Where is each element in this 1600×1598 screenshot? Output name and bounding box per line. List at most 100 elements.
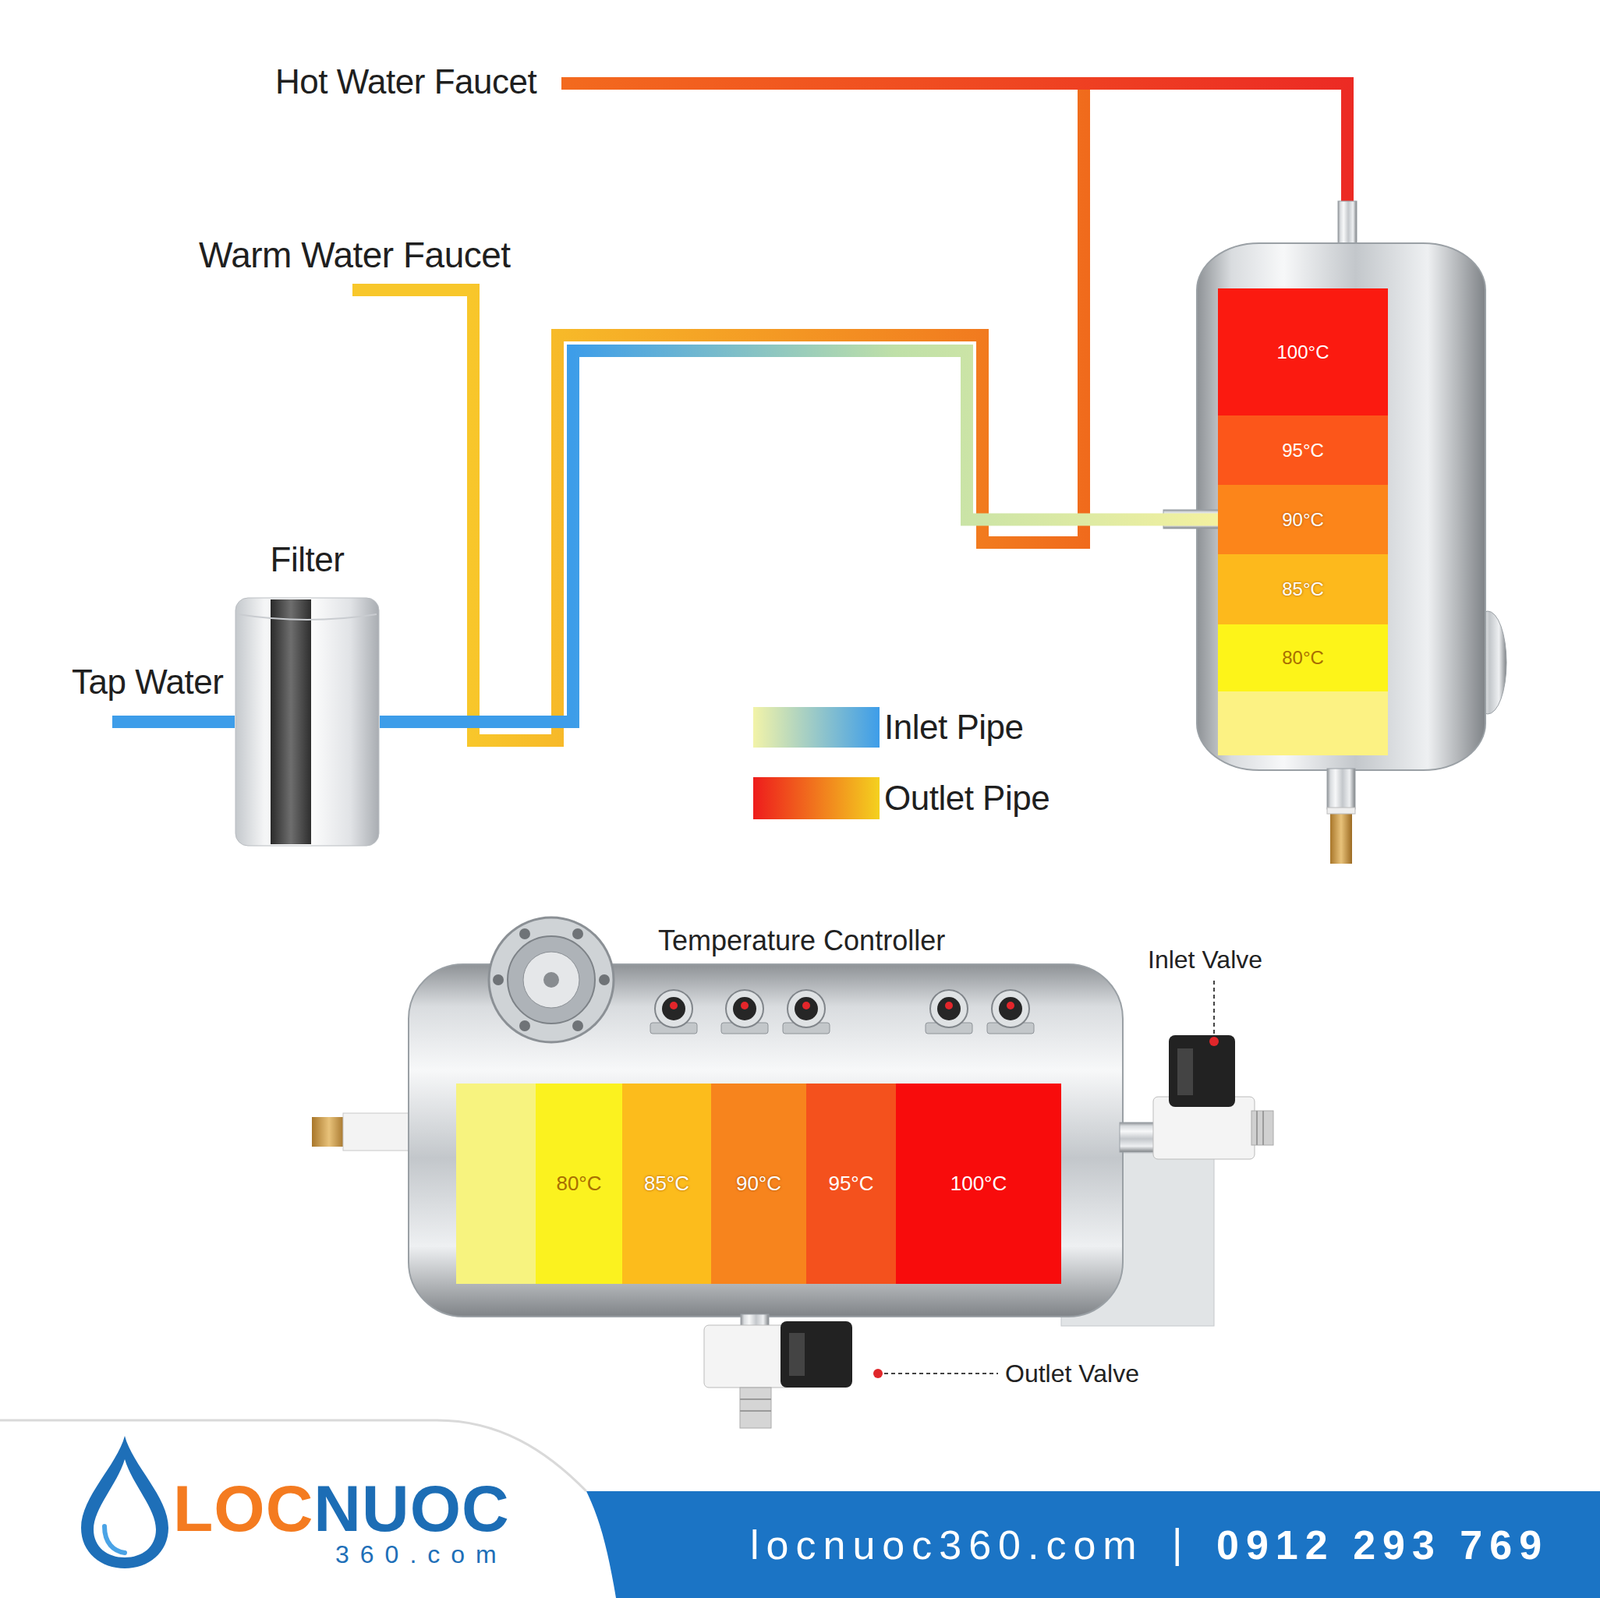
heater-flange xyxy=(507,936,595,1024)
temperature-band: 85°C xyxy=(1217,554,1388,625)
outlet-solenoid-valve xyxy=(873,1369,883,1379)
horizontal-tank xyxy=(1119,1122,1175,1153)
separator: | xyxy=(1171,1521,1183,1569)
thermostat xyxy=(937,997,961,1021)
heater-flange xyxy=(492,974,504,986)
heater-flange xyxy=(598,974,610,986)
heater-flange xyxy=(488,917,614,1043)
temperature-value: 95°C xyxy=(1281,439,1324,462)
thermostat xyxy=(925,1023,973,1034)
temperature-band: 100°C xyxy=(1217,288,1388,416)
vertical-tank xyxy=(1217,691,1388,756)
part-label: Outlet Valve xyxy=(1005,1359,1140,1389)
vertical-tank xyxy=(1196,243,1486,771)
inlet-solenoid-valve xyxy=(1153,1097,1255,1160)
thermostat xyxy=(654,990,693,1028)
thermostat xyxy=(991,990,1030,1028)
temperature-band: 85°C xyxy=(622,1083,712,1285)
filter-label: Filter xyxy=(234,542,380,577)
legend-item: Outlet Pipe xyxy=(753,777,1050,820)
legend-swatch xyxy=(753,707,880,748)
thermostat xyxy=(740,1001,749,1010)
legend-swatch xyxy=(753,777,880,820)
tap-water-pipe xyxy=(112,722,235,723)
temperature-value: 80°C xyxy=(1281,647,1324,670)
temperature-band: 80°C xyxy=(535,1083,623,1285)
footer-band xyxy=(0,1420,1600,1598)
vertical-tank xyxy=(1338,201,1357,247)
vertical-tank xyxy=(1327,807,1356,815)
horizontal-tank xyxy=(343,1113,414,1151)
inlet-solenoid-valve xyxy=(1262,1111,1264,1146)
logo-drop xyxy=(81,1436,169,1569)
temperature-value: 90°C xyxy=(736,1172,782,1197)
heater-flange xyxy=(572,928,584,940)
legend-label: Inlet Pipe xyxy=(884,707,1024,748)
inlet-solenoid-valve xyxy=(1209,1037,1219,1047)
thermostat xyxy=(650,990,1034,1034)
heater-flange xyxy=(519,928,531,940)
outlet-solenoid-valve xyxy=(739,1387,772,1429)
hot-water-pipe xyxy=(561,83,1348,206)
heater-flange xyxy=(488,917,614,1043)
temperature-band: 90°C xyxy=(711,1083,807,1285)
temperature-value: 90°C xyxy=(1281,509,1324,531)
vertical-tank xyxy=(1469,611,1507,715)
thermostat xyxy=(787,990,825,1028)
thermostat xyxy=(1006,1001,1015,1010)
filter-rim xyxy=(237,614,377,620)
outlet-solenoid-valve xyxy=(739,1398,772,1401)
horizontal-tank xyxy=(408,964,1123,1317)
part-label: Inlet Valve xyxy=(1147,945,1263,975)
thermostat xyxy=(669,1001,678,1010)
legend-label: Outlet Pipe xyxy=(884,778,1050,819)
thermostat xyxy=(930,990,968,1028)
heater-flange xyxy=(572,1020,584,1032)
thermostat xyxy=(782,1023,830,1034)
outlet-solenoid-valve xyxy=(739,1410,772,1413)
inlet-solenoid-valve xyxy=(1168,1035,1236,1108)
logo-drop xyxy=(104,1526,125,1554)
thermostat xyxy=(650,1023,698,1034)
logo-text: LOC xyxy=(173,1476,314,1542)
faucet-label: Hot Water Faucet xyxy=(275,62,537,103)
temperature-value: 80°C xyxy=(555,1172,602,1197)
logo-wordmark: LOCNUOC xyxy=(173,1476,510,1542)
temperature-band: 90°C xyxy=(1217,484,1388,555)
temperature-value: 100°C xyxy=(1277,341,1330,364)
legend-item: Inlet Pipe xyxy=(753,707,1024,748)
inlet-pipe xyxy=(379,350,1218,723)
thermostat xyxy=(732,997,757,1021)
outlet-solenoid-valve xyxy=(780,1321,853,1388)
part-label: Temperature Controller xyxy=(658,924,946,957)
outlet-pipe xyxy=(352,83,1084,741)
tap-water-pipe xyxy=(112,715,235,729)
logo-drop xyxy=(93,1459,156,1558)
temperature-value: 85°C xyxy=(644,1172,690,1197)
heater-flange xyxy=(523,952,580,1009)
thermostat xyxy=(998,997,1023,1021)
temperature-band: 95°C xyxy=(806,1083,896,1285)
horizontal-tank xyxy=(311,1117,347,1147)
website: locnuoc360.com xyxy=(750,1522,1144,1570)
outlet-solenoid-valve xyxy=(704,1314,999,1429)
heater-flange xyxy=(543,972,560,988)
outlet-solenoid-valve xyxy=(740,1314,769,1331)
thermostat xyxy=(987,1023,1034,1034)
temperature-value: 85°C xyxy=(1281,578,1324,601)
filter-housing xyxy=(234,597,380,847)
thermostat xyxy=(945,1001,953,1010)
thermostat xyxy=(802,1001,811,1010)
inlet-solenoid-valve xyxy=(1177,1048,1193,1096)
inlet-solenoid-valve xyxy=(1153,980,1274,1160)
temperature-band: 95°C xyxy=(1217,415,1388,485)
outlet-solenoid-valve xyxy=(884,1373,999,1375)
logo-text: NUOC xyxy=(313,1476,510,1542)
filter-body xyxy=(235,598,379,847)
vertical-tank xyxy=(1327,768,1356,810)
thermostat xyxy=(721,1023,769,1034)
horizontal-tank xyxy=(311,964,1215,1327)
thermostat xyxy=(794,997,818,1021)
temperature-band: 80°C xyxy=(1217,624,1388,692)
